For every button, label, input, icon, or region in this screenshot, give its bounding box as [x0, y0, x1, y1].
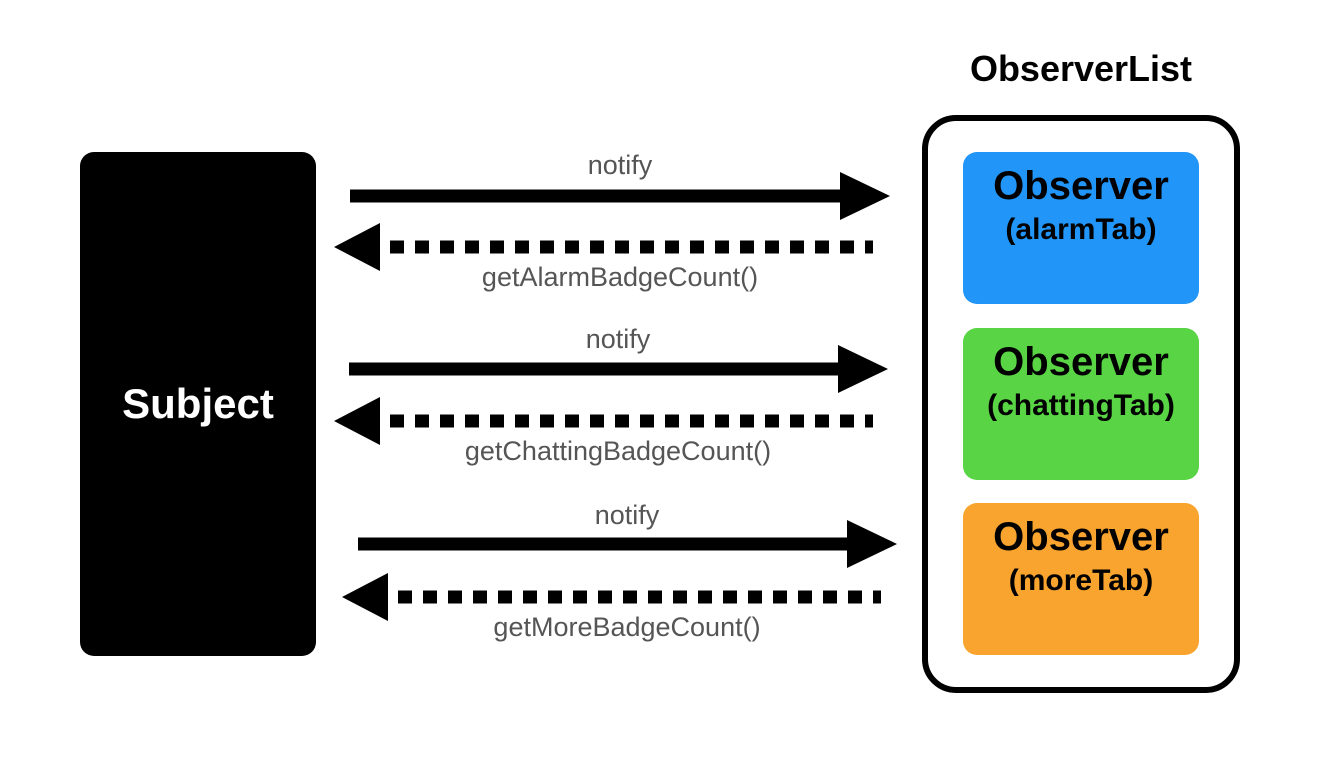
- callback-label-3: getMoreBadgeCount(): [493, 612, 761, 642]
- observer-title: Observer: [993, 164, 1169, 208]
- observer-more-tab: Observer (moreTab): [963, 503, 1199, 655]
- notify-label-1: notify: [587, 150, 653, 180]
- notify-arrow-2: [349, 345, 888, 393]
- callback-arrow-1: [334, 223, 873, 271]
- observer-subtitle: (moreTab): [1008, 564, 1154, 597]
- callback-arrow-3: [342, 573, 881, 621]
- callback-label-2: getChattingBadgeCount(): [464, 436, 772, 466]
- observer-subtitle: (alarmTab): [1005, 213, 1157, 246]
- subject-label: Subject: [122, 380, 274, 427]
- observer-title: Observer: [993, 515, 1169, 559]
- notify-arrow-3: [358, 520, 897, 568]
- subject-box: Subject: [80, 152, 316, 656]
- observer-subtitle: (chattingTab): [987, 389, 1175, 422]
- notify-label-2: notify: [585, 324, 651, 354]
- observer-title: Observer: [993, 340, 1169, 384]
- callback-arrow-2: [334, 397, 873, 445]
- observer-chatting-tab: Observer (chattingTab): [963, 328, 1199, 480]
- callback-label-1: getAlarmBadgeCount(): [481, 262, 759, 292]
- notify-arrow-1: [350, 172, 890, 220]
- observer-list-title: ObserverList: [969, 48, 1193, 89]
- observer-alarm-tab: Observer (alarmTab): [963, 152, 1199, 304]
- notify-label-3: notify: [594, 500, 660, 530]
